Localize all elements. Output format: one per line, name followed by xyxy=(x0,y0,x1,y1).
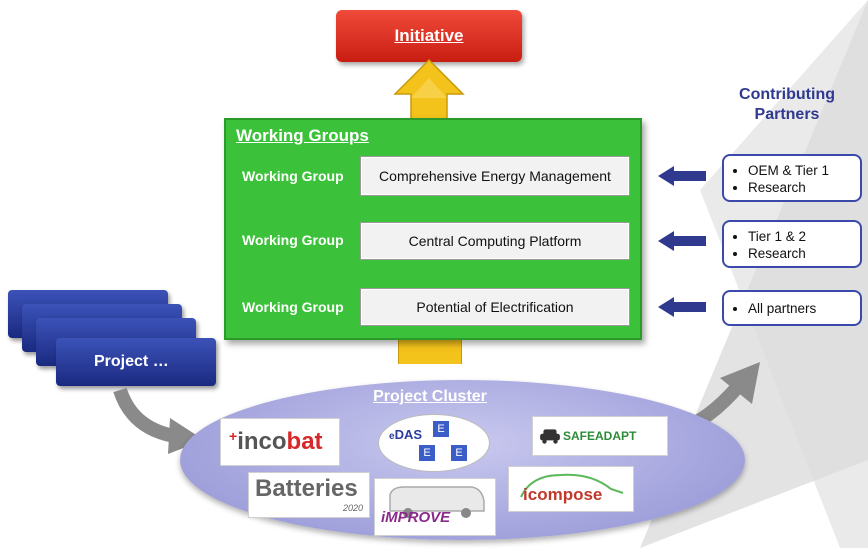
incobat-logo-text-2: bat xyxy=(286,428,323,455)
incobat-logo: +incobat xyxy=(220,418,340,466)
partner-arrow-3 xyxy=(658,297,706,317)
car-outline-icon xyxy=(520,473,624,498)
working-groups-panel: Working Groups Working Group Comprehensi… xyxy=(224,118,642,340)
car-icon xyxy=(540,429,560,444)
yellow-up-arrow xyxy=(393,58,465,128)
contributing-partners-title-line2: Partners xyxy=(754,106,820,123)
working-groups-title: Working Groups xyxy=(236,126,369,145)
project-card: Project … xyxy=(56,338,216,386)
incobat-logo-prefix: + xyxy=(229,428,238,444)
working-group-topic-2: Central Computing Platform xyxy=(360,222,630,260)
working-group-label-2: Working Group xyxy=(242,232,344,248)
batteries-logo-text: Batteries xyxy=(255,475,358,502)
batteries-logo-year: 2020 xyxy=(343,503,364,513)
project-cluster-title: Project Cluster xyxy=(373,388,487,405)
batteries-2020-logo: Batteries 2020 xyxy=(248,472,370,518)
partner-item: Research xyxy=(748,245,854,262)
safeadapt-logo-text: SAFEADAPT xyxy=(563,429,637,443)
safeadapt-logo: SAFEADAPT xyxy=(532,416,668,456)
contributing-partners-title: Contributing Partners xyxy=(732,85,842,125)
icompose-logo-text: compose xyxy=(527,485,603,504)
improve-logo-initial-icon: i xyxy=(381,509,386,526)
partner-box-1: OEM & Tier 1 Research xyxy=(722,154,862,202)
partner-arrow-2 xyxy=(658,231,706,251)
partner-arrow-1 xyxy=(658,166,706,186)
curved-arrow-into-cluster xyxy=(113,388,204,454)
partner-box-3: All partners xyxy=(722,290,862,326)
partner-box-2: Tier 1 & 2 Research xyxy=(722,220,862,268)
partner-item: Tier 1 & 2 xyxy=(748,228,854,245)
edas-tile: E xyxy=(451,445,467,461)
partner-item: All partners xyxy=(748,300,854,317)
improve-logo: iMPROVE xyxy=(374,478,496,536)
working-group-topic-1: Comprehensive Energy Management xyxy=(360,156,630,196)
initiative-box: Initiative xyxy=(336,10,522,62)
edas-tile: E xyxy=(433,421,449,437)
improve-logo-text: MPROVE xyxy=(385,509,451,526)
working-group-topic-3: Potential of Electrification xyxy=(360,288,630,326)
edas-logo-text: DAS xyxy=(394,427,423,442)
contributing-partners-title-line1: Contributing xyxy=(739,86,835,103)
project-label: Project … xyxy=(94,353,169,370)
van-icon xyxy=(389,486,485,518)
icompose-logo-initial-icon: i xyxy=(523,485,528,504)
working-group-label-1: Working Group xyxy=(242,168,344,184)
incobat-logo-text-1: inco xyxy=(237,428,287,455)
edas-logo: eDAS E E E xyxy=(378,414,490,472)
icompose-logo: icompose xyxy=(508,466,634,512)
partner-item: OEM & Tier 1 xyxy=(748,162,854,179)
initiative-label: Initiative xyxy=(394,26,464,45)
edas-tile: E xyxy=(419,445,435,461)
partner-item: Research xyxy=(748,179,854,196)
edas-logo-prefix: e xyxy=(389,431,395,442)
working-group-label-3: Working Group xyxy=(242,299,344,315)
